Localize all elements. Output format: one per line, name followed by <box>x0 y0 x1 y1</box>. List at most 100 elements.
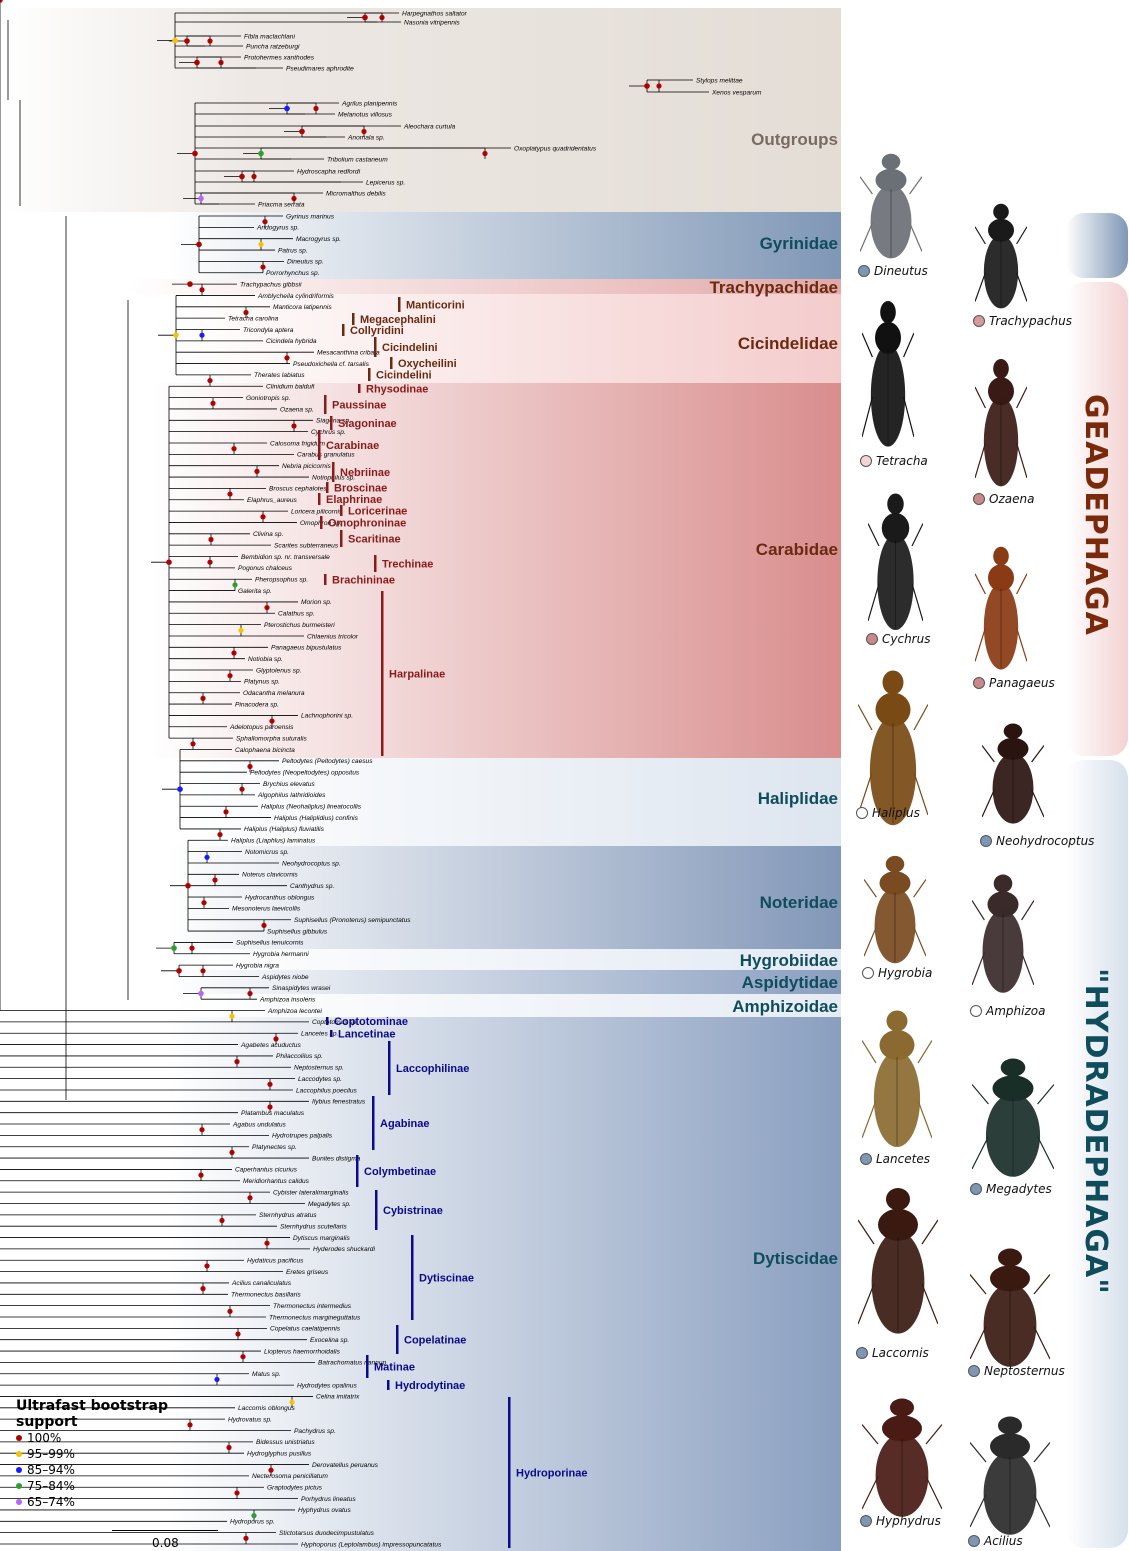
taxon-label: Lancetes sp. <box>301 1031 339 1038</box>
support-node-icon <box>214 1377 219 1382</box>
support-node-icon <box>243 1536 248 1541</box>
scale-bar <box>112 1530 218 1531</box>
taxon-label: Eretes griseus <box>286 1269 329 1276</box>
beetle-genus-label: Panagaeus <box>989 676 1055 690</box>
beetle-caption: Trachypachus <box>973 314 1072 328</box>
support-node-icon <box>291 196 296 201</box>
support-node-icon <box>229 1150 234 1155</box>
taxon-label: Trachypachus gibbsii <box>240 281 302 288</box>
beetle-genus-label: Neptosternus <box>984 1364 1065 1378</box>
support-node-icon <box>258 242 263 247</box>
taxon-label: Liopterus haemorrhoidalis <box>264 1348 341 1355</box>
family-color-dot-icon <box>968 1365 980 1377</box>
taxon-label: Chlaenius tricolor <box>307 633 359 640</box>
taxon-label: Aleochara curtula <box>403 123 456 130</box>
family-label-aspidytidae: Aspidytidae <box>742 973 838 992</box>
beetle-caption: Acilius <box>968 1534 1023 1548</box>
taxon-label: Tricondyla aptera <box>243 327 294 334</box>
subfamily-label: Loricerinae <box>348 506 407 518</box>
beetle-caption: Panagaeus <box>973 676 1055 690</box>
support-node-icon <box>226 1445 231 1450</box>
beetle-genus-label: Ozaena <box>989 492 1034 506</box>
beetle-illustration-icon <box>862 293 914 453</box>
subfamily-bracket <box>375 1190 378 1230</box>
taxon-label: Pseudoxicheila cf. tarsalis <box>293 361 370 368</box>
support-node-icon <box>187 281 193 287</box>
taxon-label: Micromalthus debilis <box>326 190 386 197</box>
taxon-label: Odacantha melanura <box>243 690 305 697</box>
support-node-icon <box>251 1513 256 1518</box>
taxon-label: Hydrotrupes palpalis <box>272 1133 333 1140</box>
support-node-icon <box>264 605 269 610</box>
subfamily-label: Coptotominae <box>334 1016 408 1028</box>
subfamily-label: Elaphrinae <box>326 494 382 506</box>
subfamily-bracket <box>411 1235 414 1320</box>
taxon-label: Hyphydrus ovatus <box>298 1507 351 1514</box>
taxon-label: Philaccolilus sp. <box>276 1053 323 1060</box>
beetle-illustration-icon <box>975 540 1027 675</box>
taxon-label: Hydroglyphus pusillus <box>247 1450 312 1457</box>
legend-dot-icon <box>16 1467 22 1473</box>
taxon-label: Pachydrus sp. <box>294 1428 336 1435</box>
support-node-icon <box>260 514 265 519</box>
taxon-label: Pheropsophus sp. <box>255 577 308 584</box>
taxon-label: Exocelina sp. <box>310 1337 349 1344</box>
legend-label: 85–94% <box>27 1462 75 1478</box>
taxon-label: Sphallomorpha suturalis <box>236 735 307 742</box>
support-node-icon <box>187 1422 192 1427</box>
beetle-illustration-icon <box>972 868 1034 998</box>
taxon-label: Haliplus (Neohaliplus) lineatocollis <box>261 804 362 811</box>
beetle-illustration-icon <box>975 198 1027 313</box>
subfamily-bracket <box>358 384 361 393</box>
taxon-label: Adelotopus paroensis <box>229 724 294 731</box>
support-node-icon <box>231 446 236 451</box>
taxon-label: Calathus sp. <box>278 611 315 618</box>
taxon-label: Brychius elevatus <box>263 781 315 788</box>
subfamily-bracket <box>330 416 333 430</box>
legend-label: 95–99% <box>27 1446 75 1462</box>
beetle-caption: Hyphydrus <box>860 1514 941 1528</box>
subfamily-bracket <box>398 297 401 312</box>
taxon-label: Sinaspidytes wrasei <box>272 985 331 992</box>
taxon-label: Carabus granulatus <box>297 452 355 459</box>
taxon-label: Gyrinus marinus <box>286 213 335 220</box>
taxon-label: Hyderodes shuckardi <box>313 1246 375 1253</box>
subfamily-label: Hydroporinae <box>516 1468 588 1480</box>
legend-item: 100% <box>16 1430 186 1446</box>
phylogenetic-tree: Harpegnathos saltatorNasonia vitripennis… <box>0 0 841 1551</box>
taxon-label: Haliplus (Haliplidius) confinis <box>274 815 359 822</box>
family-color-dot-icon <box>970 1183 982 1195</box>
taxon-label: Platambus maculatus <box>241 1110 305 1117</box>
support-node-icon <box>273 1036 278 1041</box>
family-label-trachypachidae: Trachypachidae <box>709 278 838 297</box>
taxon-label: Pterostichus burmeisteri <box>264 622 335 629</box>
beetle-genus-label: Tetracha <box>876 454 928 468</box>
taxon-label: Hydrovatus sp. <box>228 1416 272 1423</box>
taxon-label: Canthydrus sp. <box>290 883 335 890</box>
taxon-label: Caperhantus cicurius <box>235 1167 298 1174</box>
support-node-icon <box>184 38 190 44</box>
taxon-label: Clivina sp. <box>253 531 284 538</box>
support-node-icon <box>239 787 244 792</box>
taxon-label: Glyptolenus sp. <box>256 667 302 674</box>
beetle-caption: Neptosternus <box>968 1364 1065 1378</box>
taxon-label: Graptodytes pictus <box>267 1485 323 1492</box>
subfamily-label: Cybistrinae <box>383 1205 443 1217</box>
taxon-label: Hydaticus pacificus <box>247 1258 304 1265</box>
support-node-icon <box>313 106 318 111</box>
taxon-label: Hyphoporus (Leptolambus) impressopuncata… <box>301 1541 442 1548</box>
support-node-icon <box>234 1059 239 1064</box>
taxon-label: Notiobia sp. <box>248 656 283 663</box>
subfamily-label: Omophroninae <box>328 518 406 530</box>
beetle-illustration-icon <box>860 148 922 263</box>
family-color-dot-icon <box>858 265 870 277</box>
support-node-icon <box>177 786 183 792</box>
subfamily-label: Cicindelini <box>382 342 438 354</box>
taxon-label: Thermonectus intermedius <box>273 1303 352 1310</box>
beetle-caption: Ozaena <box>973 492 1034 506</box>
support-node-icon <box>362 15 368 21</box>
support-node-icon <box>173 332 179 338</box>
taxon-label: Priacma serrata <box>258 201 305 208</box>
subfamily-label: Brachininae <box>332 575 395 587</box>
taxon-label: Ilybius fenestratus <box>312 1099 366 1106</box>
